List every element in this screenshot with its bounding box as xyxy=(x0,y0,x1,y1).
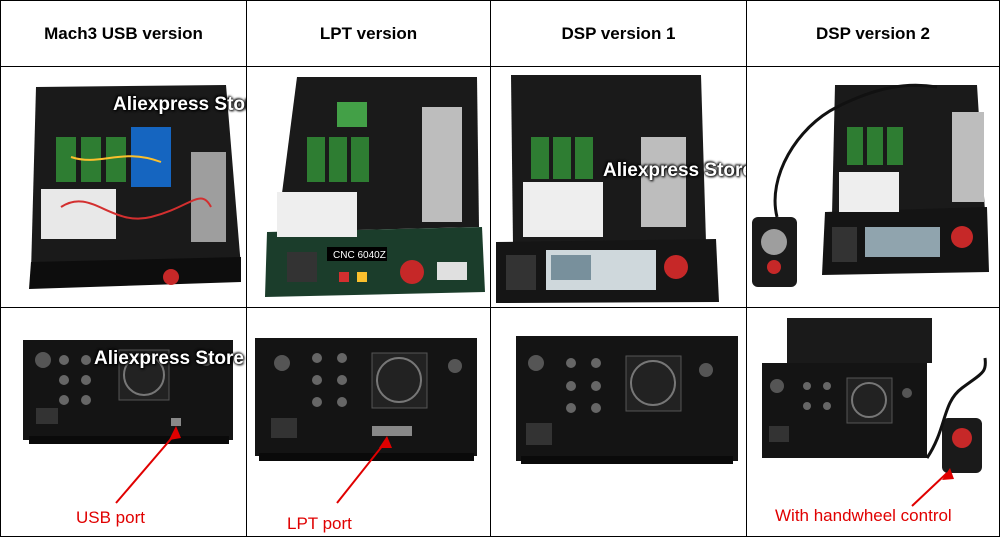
cnc-label: CNC 6040Z xyxy=(333,250,386,261)
header-dsp-1: DSP version 1 xyxy=(491,1,747,67)
photo-lpt-inside: CNC 6040Z xyxy=(247,67,491,308)
photo-dsp1-rear xyxy=(491,308,747,536)
lpt-port-caption: LPT port xyxy=(287,514,352,533)
header-mach3-usb: Mach3 USB version xyxy=(1,1,247,67)
photo-mach3-inside: Aliexpress Store No.315749 xyxy=(1,67,247,308)
usb-port-caption: USB port xyxy=(76,508,145,527)
photo-dsp2-inside xyxy=(747,67,999,308)
photo-dsp1-inside: Aliexpress Store No.315749 xyxy=(491,67,747,308)
photo-mach3-rear: Aliexpress Store No.315749 USB port xyxy=(1,308,247,536)
photo-lpt-rear: LPT port xyxy=(247,308,491,536)
handwheel-caption: With handwheel control xyxy=(775,506,952,525)
photo-dsp2-rear: With handwheel control xyxy=(747,308,999,536)
header-dsp-2: DSP version 2 xyxy=(747,1,999,67)
header-lpt: LPT version xyxy=(247,1,491,67)
